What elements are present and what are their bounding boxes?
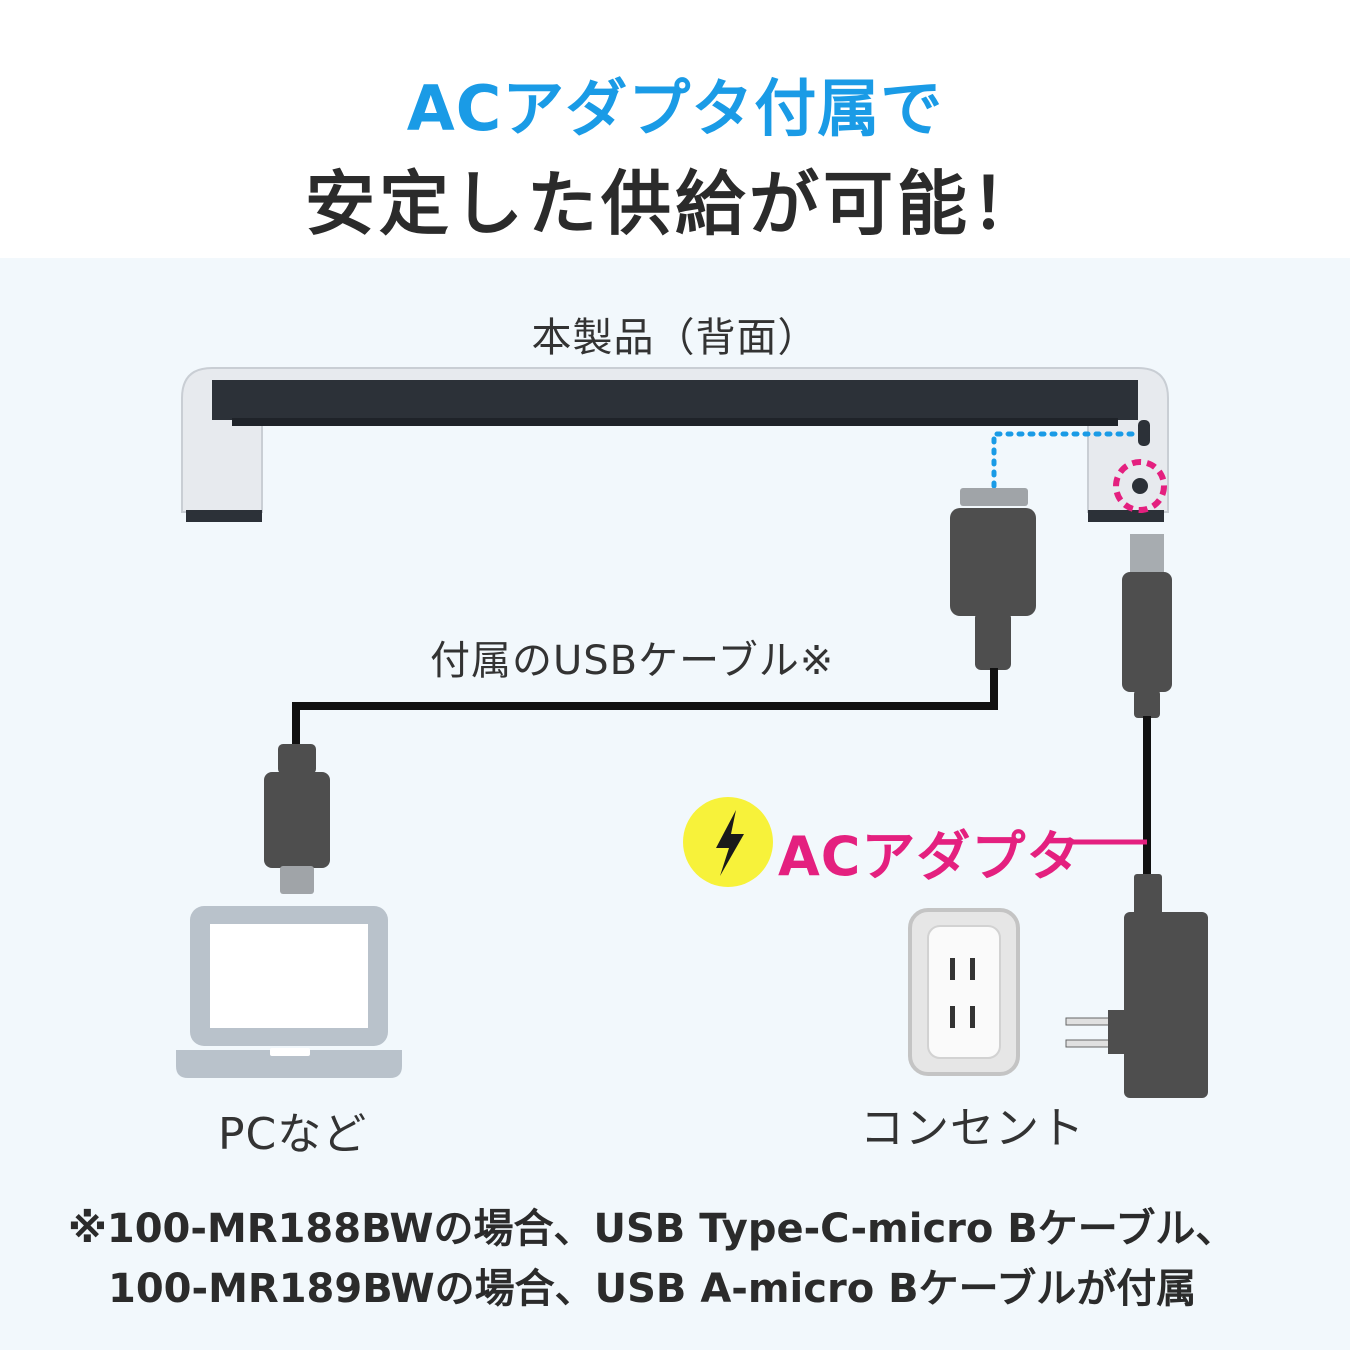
usb-cable-label: 付属のUSBケーブル※ [430, 638, 835, 684]
dc-plug [1122, 534, 1172, 718]
usb-type-c-plug [264, 744, 330, 894]
heading-line-1: ACアダプタ付属で [406, 72, 944, 145]
lightning-icon [683, 797, 773, 887]
heading-line-2: 安定した供給が可能！ [305, 163, 1045, 245]
usb-micro-b-plug [950, 488, 1036, 670]
usb-cable [292, 668, 998, 748]
laptop-icon [176, 906, 402, 1078]
product-label: 本製品（背面） [531, 315, 819, 361]
ac-adapter-label: ACアダプタ [778, 825, 1082, 888]
footnote-line-2: 100-MR189BWの場合、USB A-micro Bケーブルが付属 [108, 1266, 1197, 1312]
dc-port-highlight [1113, 459, 1167, 513]
pc-label: PCなど [218, 1109, 368, 1160]
usb-port-path [991, 431, 1135, 489]
power-outlet-icon [908, 908, 1020, 1076]
outlet-label: コンセント [860, 1103, 1085, 1154]
footnote-line-1: ※100-MR188BWの場合、USB Type-C-micro Bケーブル、 [68, 1206, 1236, 1252]
product-stand [181, 367, 1169, 522]
ac-adapter-body [1065, 874, 1208, 1098]
